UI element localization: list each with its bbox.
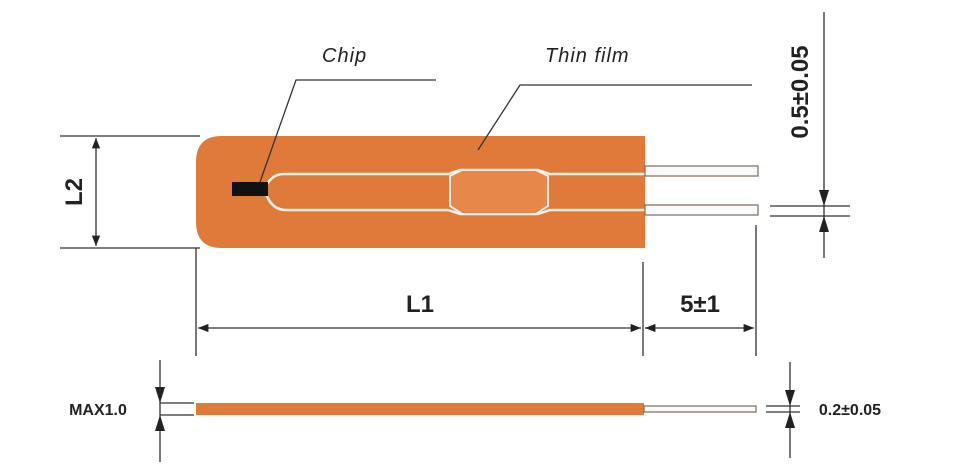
- max-thickness-label: MAX1.0: [69, 402, 127, 419]
- lead-lower: [644, 204, 759, 216]
- lead-width-label: 0.5±0.05: [787, 45, 814, 138]
- thin-film-leader: [477, 84, 752, 151]
- lead-length-label: 5±1: [680, 291, 720, 318]
- side-lead: [643, 405, 757, 413]
- chip-leader: [259, 79, 436, 183]
- lead-upper: [644, 165, 759, 177]
- l1-label: L1: [406, 291, 434, 318]
- chip: [232, 182, 268, 196]
- side-film-body: [196, 403, 644, 415]
- lead-thickness-label: 0.2±0.05: [819, 402, 881, 419]
- film-bulge: [449, 169, 549, 215]
- l2-label: L2: [61, 178, 88, 206]
- thin-film-label: Thin film: [545, 45, 630, 67]
- thin-film-body: [196, 136, 645, 248]
- chip-label: Chip: [322, 45, 367, 67]
